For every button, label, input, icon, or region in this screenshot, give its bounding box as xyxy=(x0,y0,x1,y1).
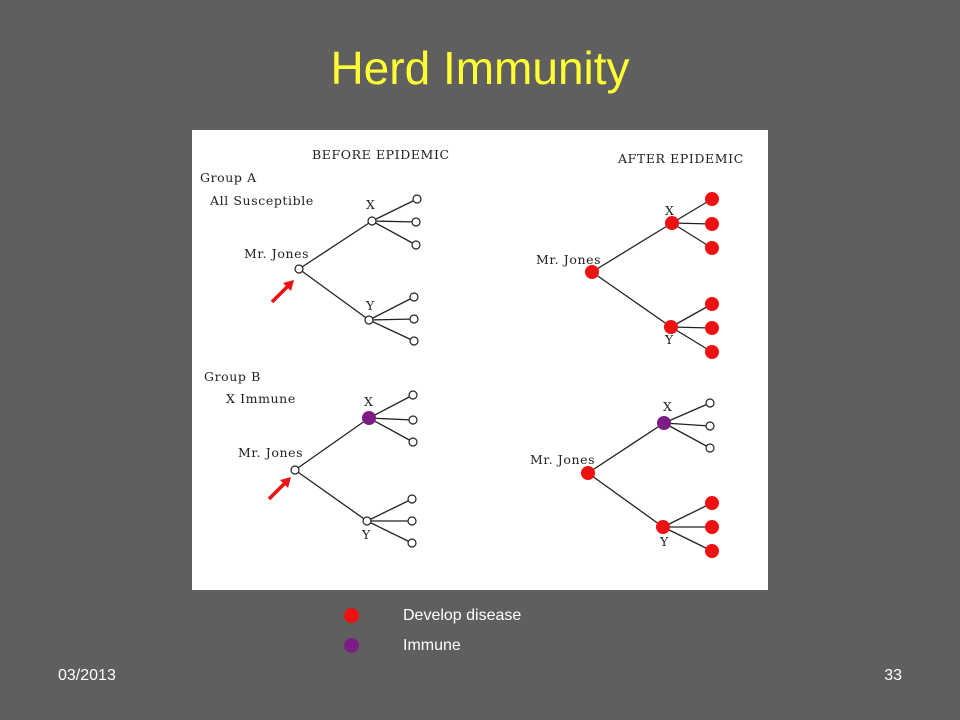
contact-node xyxy=(705,421,715,431)
contact-x-node xyxy=(367,216,377,226)
node-y-label-before-b: Y xyxy=(361,527,371,542)
disease-node xyxy=(581,466,595,480)
mr-jones-label-before-a: Mr. Jones xyxy=(244,246,309,261)
contact-node xyxy=(409,336,419,346)
node-y-label-after-b: Y xyxy=(659,534,669,549)
disease-node xyxy=(705,241,719,255)
group-b-label: Group B xyxy=(204,369,261,384)
disease-node xyxy=(705,496,719,510)
disease-node xyxy=(585,265,599,279)
legend-label-disease: Develop disease xyxy=(403,607,522,624)
disease-node xyxy=(656,520,670,534)
group-a-label: Group A xyxy=(200,170,257,185)
mr-jones-label-before-b: Mr. Jones xyxy=(238,445,303,460)
contact-node xyxy=(412,194,422,204)
node-y-label-before-a: Y xyxy=(365,298,375,313)
group-b-description: X Immune xyxy=(226,391,296,406)
contact-node xyxy=(705,443,715,453)
slide-title: Herd Immunity xyxy=(330,42,630,94)
group-a-description: All Susceptible xyxy=(209,193,314,208)
immune-x-node xyxy=(657,416,671,430)
mr-jones-label-after-b: Mr. Jones xyxy=(530,452,595,467)
contact-node xyxy=(411,240,421,250)
contact-node xyxy=(409,292,419,302)
legend-label-immune: Immune xyxy=(403,637,461,654)
disease-node xyxy=(705,217,719,231)
transmission-diagram: BEFORE EPIDEMIC AFTER EPIDEMIC Group A A… xyxy=(192,130,768,590)
tree-after-group-a xyxy=(591,198,713,353)
tree-before-group-b xyxy=(294,394,414,544)
disease-node xyxy=(665,216,679,230)
node-y-label-after-a: Y xyxy=(664,332,674,347)
disease-node xyxy=(705,192,719,206)
contact-node xyxy=(407,494,417,504)
node-x-label-before-b: X xyxy=(364,394,374,409)
slide-number: 33 xyxy=(884,667,902,684)
disease-node xyxy=(705,321,719,335)
contact-node xyxy=(705,398,715,408)
contact-node xyxy=(408,437,418,447)
contact-node xyxy=(407,538,417,548)
diagram-canvas: BEFORE EPIDEMIC AFTER EPIDEMIC Group A A… xyxy=(200,147,744,558)
tree-after-group-b xyxy=(587,402,713,552)
node-x-label-before-a: X xyxy=(366,197,376,212)
disease-node xyxy=(664,320,678,334)
index-case-arrow-a xyxy=(270,280,294,304)
mr-jones-node xyxy=(294,264,304,274)
disease-node xyxy=(705,297,719,311)
contact-y-node xyxy=(362,516,372,526)
contact-y-node xyxy=(364,315,374,325)
mr-jones-node xyxy=(290,465,300,475)
after-epidemic-heading: AFTER EPIDEMIC xyxy=(617,151,744,166)
footer-date: 03/2013 xyxy=(58,667,116,684)
index-case-arrow-b xyxy=(267,477,291,501)
before-epidemic-heading: BEFORE EPIDEMIC xyxy=(312,147,450,162)
disease-node xyxy=(705,345,719,359)
node-x-label-after-a: X xyxy=(665,203,675,218)
disease-node xyxy=(705,544,719,558)
contact-node xyxy=(411,217,421,227)
contact-node xyxy=(409,314,419,324)
tree-before-group-a xyxy=(298,198,418,342)
immune-x-node xyxy=(362,411,376,425)
contact-node xyxy=(408,415,418,425)
node-x-label-after-b: X xyxy=(663,399,673,414)
disease-node xyxy=(705,520,719,534)
contact-node xyxy=(407,516,417,526)
immune-dot-icon xyxy=(344,638,359,653)
mr-jones-label-after-a: Mr. Jones xyxy=(536,252,601,267)
contact-node xyxy=(408,390,418,400)
disease-dot-icon xyxy=(344,608,359,623)
